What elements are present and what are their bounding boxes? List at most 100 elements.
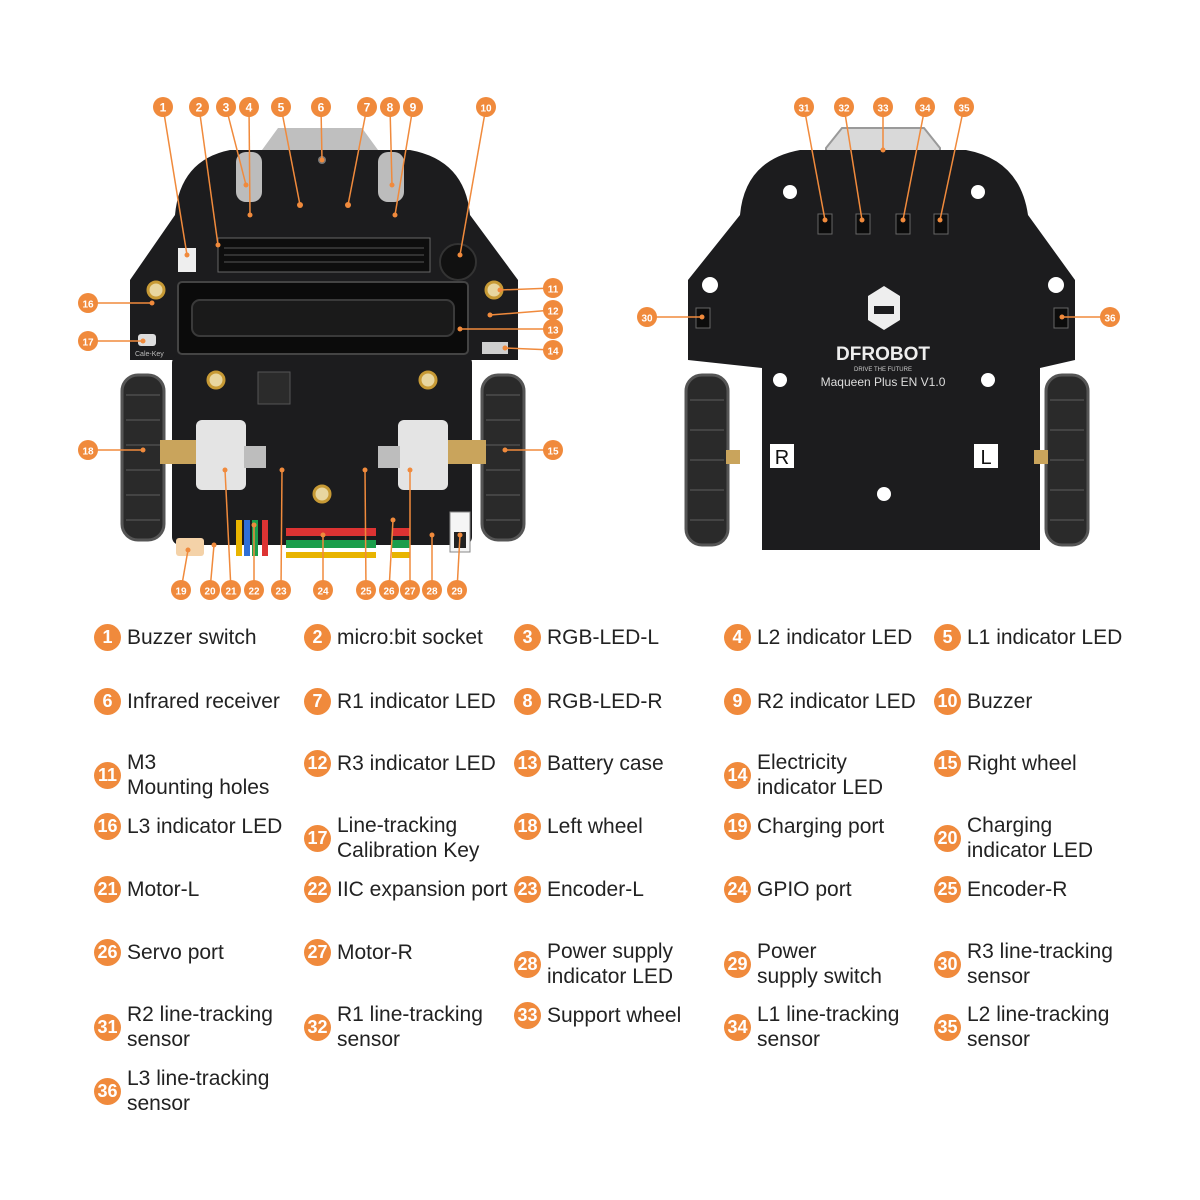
callout-badge — [200, 580, 220, 600]
legend-label: Right wheel — [967, 752, 1077, 775]
callout-number: 34 — [919, 104, 931, 115]
legend-label: Motor-R — [337, 941, 413, 964]
callout-number: 6 — [318, 101, 325, 115]
callout-leader — [394, 106, 414, 216]
callout-leader — [225, 106, 247, 186]
callout-number: 13 — [547, 326, 559, 337]
legend-number: 13 — [514, 750, 541, 777]
legend-number: 3 — [514, 624, 541, 651]
callout-number: 15 — [547, 447, 559, 458]
legend-number: 15 — [934, 750, 961, 777]
brand-tagline: DRIVE THE FUTURE — [854, 367, 912, 373]
legend-label: R2 line-tracking sensor — [127, 1003, 273, 1051]
callout-leader — [364, 469, 367, 591]
callout-number: 36 — [1104, 314, 1116, 325]
callout-target-dot — [345, 202, 351, 208]
callout-number: 20 — [204, 587, 216, 598]
callout-leader — [389, 106, 393, 186]
callout-number: 3 — [223, 101, 230, 115]
callout-number: 33 — [877, 104, 889, 115]
callout-target-dot — [319, 157, 325, 163]
callout-target-dot — [502, 447, 508, 453]
callout-badge — [244, 580, 264, 600]
callout-number: 11 — [548, 285, 559, 296]
legend-number: 27 — [304, 939, 331, 966]
callout-badge — [543, 300, 563, 320]
legend-number: 33 — [514, 1002, 541, 1029]
callout-number: 22 — [248, 587, 260, 598]
right-wheel — [480, 373, 526, 542]
io-headers — [236, 520, 410, 558]
callout-leader — [248, 106, 251, 216]
callout-leader — [459, 106, 487, 256]
legend-number: 34 — [724, 1013, 751, 1041]
callout-target-dot — [429, 532, 435, 538]
buzzer — [439, 243, 477, 281]
callout-number: 26 — [383, 587, 395, 598]
legend-number: 30 — [934, 950, 961, 978]
callout-target-dot — [880, 147, 886, 153]
callout-badge — [915, 97, 935, 117]
callout-badge — [171, 580, 191, 600]
callout-badge — [447, 580, 467, 600]
mark-l: L — [980, 447, 991, 469]
callout-number: 23 — [275, 587, 287, 598]
callout-target-dot — [1059, 314, 1065, 320]
legend-number: 14 — [724, 761, 751, 789]
legend-number: 12 — [304, 750, 331, 777]
callout-number: 21 — [225, 587, 237, 598]
legend-label: R3 indicator LED — [337, 752, 496, 775]
callout-number: 9 — [410, 101, 417, 115]
legend-label: Line-tracking Calibration Key — [337, 814, 480, 862]
callout-leader — [843, 106, 863, 221]
legend-number: 18 — [514, 813, 541, 840]
legend-label: Motor-L — [127, 878, 200, 901]
callout-badge — [400, 580, 420, 600]
callout-target-dot — [185, 547, 191, 553]
callout-number: 2 — [196, 101, 203, 115]
callout-target-dot — [487, 312, 493, 318]
legend-label: Buzzer — [967, 690, 1033, 713]
callout-target-dot — [211, 542, 217, 548]
callout-badge — [78, 293, 98, 313]
callout-target-dot — [140, 338, 146, 344]
brand-name: DFROBOT — [836, 344, 930, 365]
legend-label: Servo port — [127, 941, 224, 964]
legend-label: R2 indicator LED — [757, 690, 916, 713]
legend-label: Encoder-L — [547, 878, 644, 901]
legend-number: 10 — [934, 688, 961, 715]
callout-number: 10 — [480, 104, 492, 115]
callout-number: 17 — [82, 338, 94, 349]
callout-target-dot — [900, 217, 906, 223]
legend-label: RGB-LED-R — [547, 690, 663, 713]
callout-badge — [271, 580, 291, 600]
legend-label: L1 indicator LED — [967, 626, 1123, 649]
callout-badge — [422, 580, 442, 600]
callout-badge — [834, 97, 854, 117]
callout-number: 12 — [547, 307, 559, 318]
legend-number: 26 — [94, 939, 121, 966]
legend-item: 12 R3 indicator LED — [304, 750, 496, 777]
callout-badge — [153, 97, 173, 117]
legend-number: 35 — [934, 1013, 961, 1041]
legend-item: 26 Servo port — [94, 939, 224, 966]
callout-badge — [221, 580, 241, 600]
callout-number: 27 — [404, 587, 416, 598]
callout-leader — [162, 106, 188, 256]
legend-number: 8 — [514, 688, 541, 715]
legend-number: 24 — [724, 876, 751, 903]
legend-label: R1 indicator LED — [337, 690, 496, 713]
callout-target-dot — [699, 314, 705, 320]
legend-number: 32 — [304, 1013, 331, 1041]
callout-leader — [198, 106, 219, 246]
legend-item: 10 Buzzer — [934, 688, 1032, 715]
callout-number: 25 — [360, 587, 372, 598]
motor-r — [398, 420, 448, 490]
